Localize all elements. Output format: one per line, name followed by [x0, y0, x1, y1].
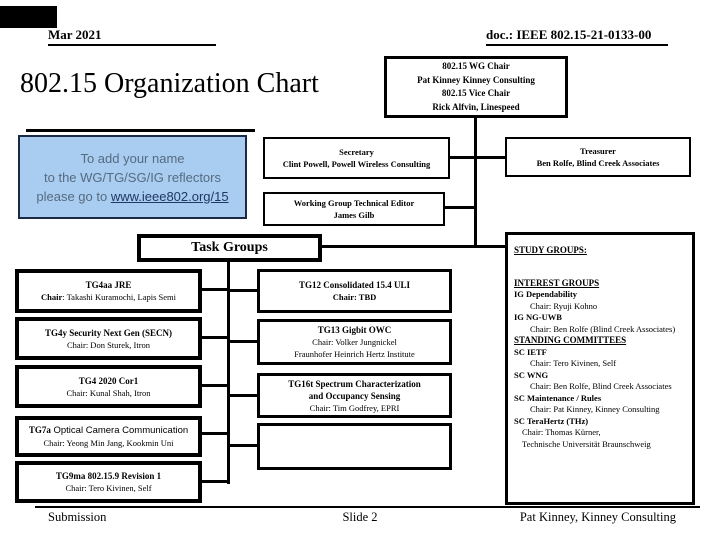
sc-maintenance-rules: SC Maintenance / Rules [514, 392, 602, 403]
header-date: Mar 2021 [48, 27, 102, 42]
tg9ma-title: TG9ma 802.15.9 Revision 1 [55, 471, 162, 481]
task-groups-header-box: Task Groups [137, 234, 322, 262]
sc-ietf-chair: Chair: Tero Kivinen, Self [530, 358, 617, 368]
tg4y-box: TG4y Security Next Gen (SECN) Chair: Don… [15, 317, 202, 360]
connector-stub-right-4 [230, 444, 257, 447]
footer-line [35, 506, 700, 508]
tg7a-chair: Chair: Yeong Min Jang, Kookmin Uni [43, 438, 174, 448]
header-underline-left [48, 44, 216, 46]
tg13-affiliation: Fraunhofer Heinrich Hertz Institute [294, 349, 415, 359]
tg13-chair: Chair: Volker Jungnickel [312, 337, 397, 347]
secretary-box: Secretary Clint Powell, Powell Wireless … [263, 137, 450, 179]
connector-stub-left-1 [202, 288, 227, 291]
tg4cor1-chair: Chair: Kunal Shah, Itron [66, 387, 151, 398]
note-line2: to the WG/TG/SG/IG reflectors [44, 169, 221, 185]
tech-editor-title: Working Group Technical Editor [293, 198, 415, 208]
tg16t-title-line2: and Occupancy Sensing [308, 390, 401, 401]
wg-chair-line4: Rick Alfvin, Linespeed [432, 101, 520, 112]
study-groups-panel: STUDY GROUPS: INTEREST GROUPS IG Dependa… [505, 232, 695, 505]
wg-chair-line1: 802.15 WG Chair [442, 61, 510, 71]
tg13-title: TG13 Gigbit OWC [317, 325, 392, 335]
header-doc-number: doc.: IEEE 802.15-21-0133-00 [486, 27, 652, 42]
sc-wng-chair: Chair: Ben Rolfe, Blind Creek Associates [530, 381, 672, 391]
sc-ietf: SC IETF [514, 346, 547, 357]
note-line1: To add your name [80, 150, 185, 166]
tech-editor-name: James Gilb [333, 210, 375, 220]
connector-stub-left-4 [202, 432, 227, 435]
tg4cor1-box: TG4 2020 Cor1 Chair: Kunal Shah, Itron [15, 365, 202, 408]
footer-slide-number: Slide 2 [342, 510, 378, 524]
sc-terahertz-chair: Chair: Thomas Kürner, [522, 427, 601, 437]
tg4aa-box: TG4aa JRE Chair: Takashi Kuramochi, Lapi… [15, 269, 202, 313]
secretary-title: Secretary [339, 147, 374, 157]
tg4aa-title: TG4aa JRE [85, 280, 132, 290]
task-groups-label: Task Groups [191, 240, 268, 255]
note-line3-prefix: please go to [36, 188, 111, 204]
tg16t-title-line1: TG16t Spectrum Characterization [288, 378, 421, 389]
connector-tech-editor [445, 206, 475, 209]
footer-author: Pat Kinney, Kinney Consulting [519, 510, 676, 524]
tg9ma-box: TG9ma 802.15.9 Revision 1 Chair: Tero Ki… [15, 461, 202, 503]
tg4y-title: TG4y Security Next Gen (SECN) [45, 327, 172, 338]
tg4aa-chair: Chair: Takashi Kuramochi, Lapis Semi [41, 292, 176, 302]
tg13-box: TG13 Gigbit OWC Chair: Volker Jungnickel… [257, 319, 452, 365]
sc-wng: SC WNG [514, 369, 549, 380]
sc-maintenance-chair: Chair: Pat Kinney, Kinney Consulting [530, 404, 660, 414]
ig-ng-uwb: IG NG-UWB [514, 312, 562, 322]
connector-wgchair-vertical [474, 118, 477, 248]
tg16t-chair: Chair: Tim Godfrey, EPRI [309, 402, 400, 413]
tg16t-box: TG16t Spectrum Characterization and Occu… [257, 373, 452, 418]
tg12-chair: Chair: TBD [332, 292, 377, 302]
connector-taskgroups-trunk [227, 262, 230, 484]
study-groups-heading: STUDY GROUPS: [514, 245, 587, 255]
ig-ng-uwb-chair: Chair: Ben Rolfe (Blind Creek Associates… [530, 323, 676, 334]
wg-chair-box: 802.15 WG Chair Pat Kinney Kinney Consul… [384, 56, 568, 118]
connector-taskgroups-studygroups [322, 245, 505, 248]
standing-committees-heading: STANDING COMMITTEES [514, 335, 627, 345]
sc-terahertz-affiliation: Technische Universität Braunschweig [522, 438, 651, 449]
tg12-title: TG12 Consolidated 15.4 ULI [298, 280, 411, 290]
treasurer-box: Treasurer Ben Rolfe, Blind Creek Associa… [505, 137, 691, 177]
top-left-black-rectangle [0, 6, 57, 28]
tg7a-box: TG7a Optical Camera Communication Chair:… [15, 416, 202, 457]
header-underline-right [486, 44, 668, 46]
footer-submission: Submission [48, 510, 107, 524]
page-title: 802.15 Organization Chart [20, 68, 319, 99]
ig-dependability: IG Dependability [514, 289, 578, 299]
title-underline [26, 129, 255, 132]
interest-groups-heading: INTEREST GROUPS [514, 277, 600, 288]
tech-editor-box: Working Group Technical Editor James Gil… [263, 192, 445, 226]
connector-stub-left-5 [202, 480, 227, 483]
reflector-note-box: To add your name to the WG/TG/SG/IG refl… [18, 135, 247, 219]
tg12-box: TG12 Consolidated 15.4 ULI Chair: TBD [257, 269, 452, 313]
wg-chair-line3: 802.15 Vice Chair [441, 88, 511, 98]
connector-stub-left-2 [202, 336, 227, 339]
reflector-link[interactable]: www.ieee802.org/15 [110, 188, 229, 204]
tg7a-title: TG7a Optical Camera Communication [28, 425, 189, 436]
tg4y-chair: Chair: Don Sturek, Itron [66, 339, 151, 350]
empty-tg-box [257, 423, 452, 470]
treasurer-name: Ben Rolfe, Blind Creek Associates [536, 158, 660, 168]
connector-stub-right-2 [230, 340, 257, 343]
secretary-name: Clint Powell, Powell Wireless Consulting [282, 159, 431, 169]
wg-chair-line2: Pat Kinney Kinney Consulting [417, 74, 535, 85]
connector-stub-left-3 [202, 384, 227, 387]
tg9ma-chair: Chair: Tero Kivinen, Self [65, 483, 152, 493]
connector-stub-right-1 [230, 289, 257, 292]
connector-secretary-treasurer [450, 156, 505, 159]
tg4cor1-title: TG4 2020 Cor1 [78, 375, 139, 386]
treasurer-title: Treasurer [580, 146, 616, 156]
ig-dependability-chair: Chair: Ryuji Kohno [530, 300, 598, 311]
note-line3: please go to www.ieee802.org/15 [36, 187, 228, 206]
connector-stub-right-3 [230, 394, 257, 397]
sc-terahertz: SC TeraHertz (THz) [514, 415, 589, 426]
